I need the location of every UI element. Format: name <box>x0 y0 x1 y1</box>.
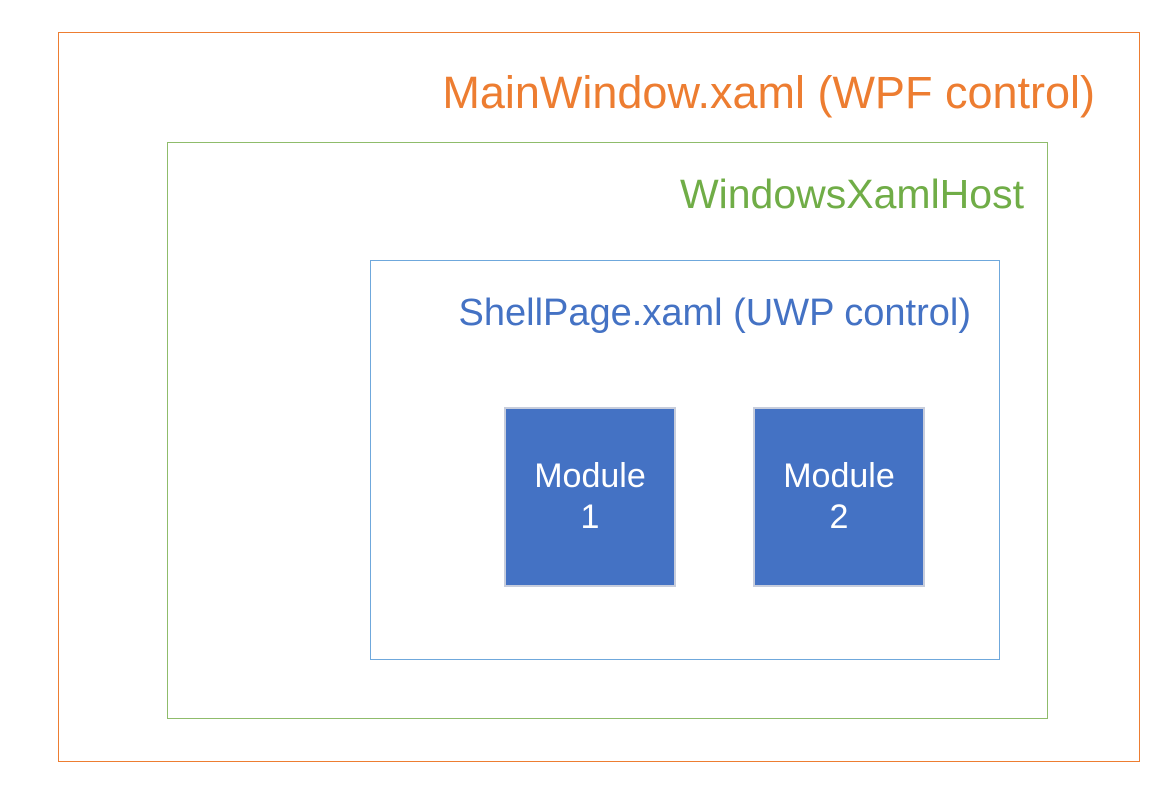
module-1-label-line-2: 1 <box>580 498 600 536</box>
module-box-1: Module 1 <box>504 407 676 587</box>
container-mainwindow-label: MainWindow.xaml (WPF control) <box>442 67 1095 118</box>
container-mainwindow-wpf: MainWindow.xaml (WPF control) WindowsXam… <box>58 32 1140 762</box>
container-windowsxamlhost-label: WindowsXamlHost <box>679 171 1024 217</box>
container-windowsxamlhost: WindowsXamlHost ShellPage.xaml (UWP cont… <box>167 142 1048 719</box>
module-2-label-line-1: Module <box>783 456 895 495</box>
module-1-label-line-1: Module <box>534 456 646 495</box>
module-box-2: Module 2 <box>753 407 925 587</box>
container-shellpage-label: ShellPage.xaml (UWP control) <box>458 292 971 334</box>
module-2-label-line-2: 2 <box>829 498 849 536</box>
container-shellpage-uwp: ShellPage.xaml (UWP control) Module 1 Mo… <box>370 260 1000 660</box>
